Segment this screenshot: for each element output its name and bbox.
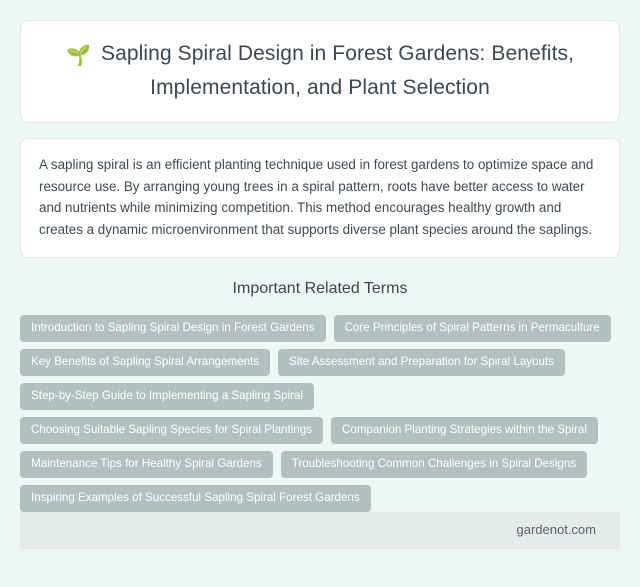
related-term-tag[interactable]: Core Principles of Spiral Patterns in Pe… — [333, 315, 611, 342]
description-card: A sapling spiral is an efficient plantin… — [20, 138, 620, 258]
related-term-tag[interactable]: Companion Planting Strategies within the… — [331, 417, 598, 444]
seedling-icon: 🌱 — [65, 45, 91, 67]
page-title: 🌱 Sapling Spiral Design in Forest Gardens… — [47, 38, 593, 103]
footer-bar: gardenot.com — [20, 512, 620, 549]
related-term-tag[interactable]: Site Assessment and Preparation for Spir… — [278, 349, 566, 376]
title-row: 🌱 Sapling Spiral Design in Forest Gardens… — [47, 38, 593, 103]
related-term-tag[interactable]: Key Benefits of Sapling Spiral Arrangeme… — [20, 349, 271, 376]
related-term-tag[interactable]: Step-by-Step Guide to Implementing a Sap… — [20, 383, 314, 410]
page-title-text: Sapling Spiral Design in Forest Gardens:… — [100, 42, 575, 99]
related-term-tag[interactable]: Troubleshooting Common Challenges in Spi… — [280, 451, 588, 478]
site-name: gardenot.com — [516, 522, 597, 537]
title-card: 🌱 Sapling Spiral Design in Forest Gardens… — [20, 20, 620, 123]
related-terms-heading: Important Related Terms — [232, 280, 408, 297]
related-terms-list: Introduction to Sapling Spiral Design in… — [20, 315, 620, 512]
related-term-tag[interactable]: Maintenance Tips for Healthy Spiral Gard… — [20, 451, 273, 478]
related-term-tag[interactable]: Introduction to Sapling Spiral Design in… — [20, 315, 326, 342]
description-text: A sapling spiral is an efficient plantin… — [39, 157, 594, 237]
related-term-tag[interactable]: Choosing Suitable Sapling Species for Sp… — [20, 417, 323, 444]
related-term-tag[interactable]: Inspiring Examples of Successful Sapling… — [20, 485, 371, 512]
